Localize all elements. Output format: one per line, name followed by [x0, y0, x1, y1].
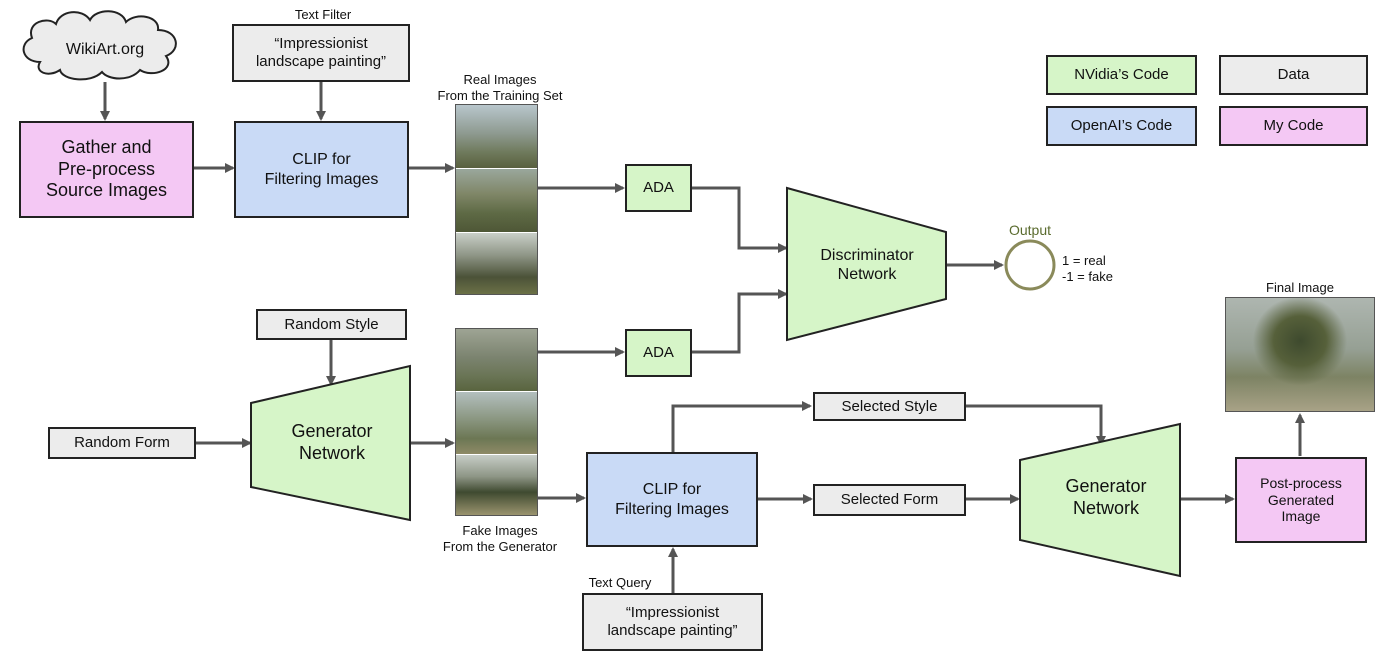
legend-nvidia: NVidia’s Code: [1046, 55, 1197, 95]
final-image: [1225, 297, 1375, 412]
arrow-ada-to-disc-top: [692, 186, 788, 253]
final-image-label: Final Image: [1266, 280, 1334, 295]
generator-network-left-shape: [250, 364, 411, 522]
arrow-clip2-to-selected-style: [671, 401, 812, 452]
text-filter-box: “Impressionist landscape painting”: [232, 24, 410, 82]
output-values: 1 = real -1 = fake: [1062, 253, 1113, 284]
clip-filter-box-top: CLIP for Filtering Images: [234, 121, 409, 218]
generator-right-label: Generator Network: [1065, 476, 1147, 518]
generator-left-label: Generator Network: [291, 421, 373, 463]
legend-data: Data: [1219, 55, 1368, 95]
clip-filter-box-bottom: CLIP for Filtering Images: [586, 452, 758, 547]
random-style-box: Random Style: [256, 309, 407, 340]
ada-box-bottom: ADA: [625, 329, 692, 377]
real-image-3: [456, 233, 537, 294]
arrow-selected-style-to-generator: [966, 404, 1106, 446]
discriminator-network-shape: [786, 186, 947, 342]
wikiart-cloud-shape: [22, 10, 177, 81]
text-query-box: “Impressionist landscape painting”: [582, 593, 763, 651]
legend-mine: My Code: [1219, 106, 1368, 146]
discriminator-label: Discriminator Network: [820, 247, 914, 284]
fake-image-2: [456, 392, 537, 454]
random-form-box: Random Form: [48, 427, 196, 459]
generator-network-right-shape: [1019, 422, 1181, 578]
selected-form-box: Selected Form: [813, 484, 966, 516]
arrow-ada-to-disc-bottom: [692, 289, 788, 354]
fake-images-strip: [455, 328, 538, 516]
fake-image-3: [456, 455, 537, 515]
real-image-1: [456, 105, 537, 168]
fake-images-label: Fake Images From the Generator: [442, 523, 558, 554]
gather-preprocess-box: Gather and Pre-process Source Images: [19, 121, 194, 218]
postprocess-box: Post-process Generated Image: [1235, 457, 1367, 543]
output-label: Output: [1008, 222, 1052, 238]
real-images-label: Real Images From the Training Set: [437, 72, 563, 103]
output-circle: [1004, 239, 1056, 291]
text-query-label: Text Query: [588, 575, 652, 590]
real-image-2: [456, 169, 537, 232]
real-images-strip: [455, 104, 538, 295]
text-filter-label: Text Filter: [294, 7, 352, 22]
selected-style-box: Selected Style: [813, 392, 966, 421]
ada-box-top: ADA: [625, 164, 692, 212]
fake-image-1: [456, 329, 537, 391]
wikiart-label: WikiArt.org: [65, 41, 145, 58]
legend-openai: OpenAI’s Code: [1046, 106, 1197, 146]
